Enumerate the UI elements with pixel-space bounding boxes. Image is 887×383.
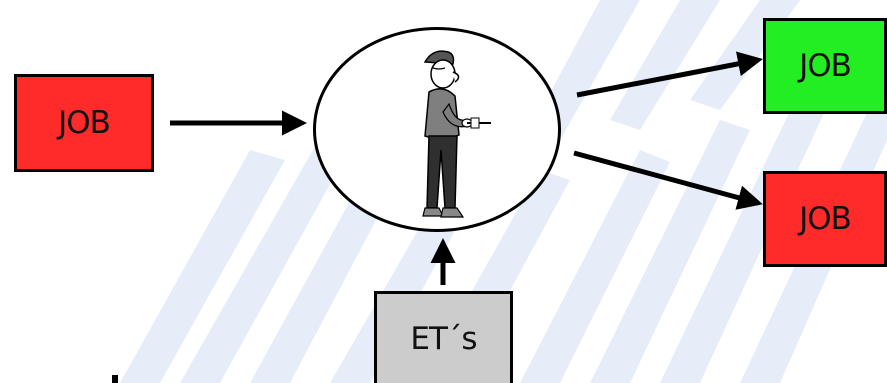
arrow-inspection-to-ok bbox=[576, 51, 763, 98]
arrow-inspection-to-reject bbox=[573, 150, 763, 210]
inspection-circle bbox=[313, 27, 561, 232]
job-ok-box: JOB bbox=[763, 18, 887, 114]
job-input-label: JOB bbox=[58, 105, 111, 141]
job-reject-box: JOB bbox=[763, 171, 887, 267]
job-reject-label: JOB bbox=[799, 201, 852, 237]
worker-with-screwdriver-icon bbox=[422, 50, 491, 218]
et-label: ET´s bbox=[410, 320, 477, 357]
bullet-mark-icon bbox=[112, 375, 118, 383]
job-ok-label: JOB bbox=[799, 48, 852, 84]
et-box: ET´s bbox=[374, 291, 513, 383]
job-input-box: JOB bbox=[14, 74, 154, 172]
